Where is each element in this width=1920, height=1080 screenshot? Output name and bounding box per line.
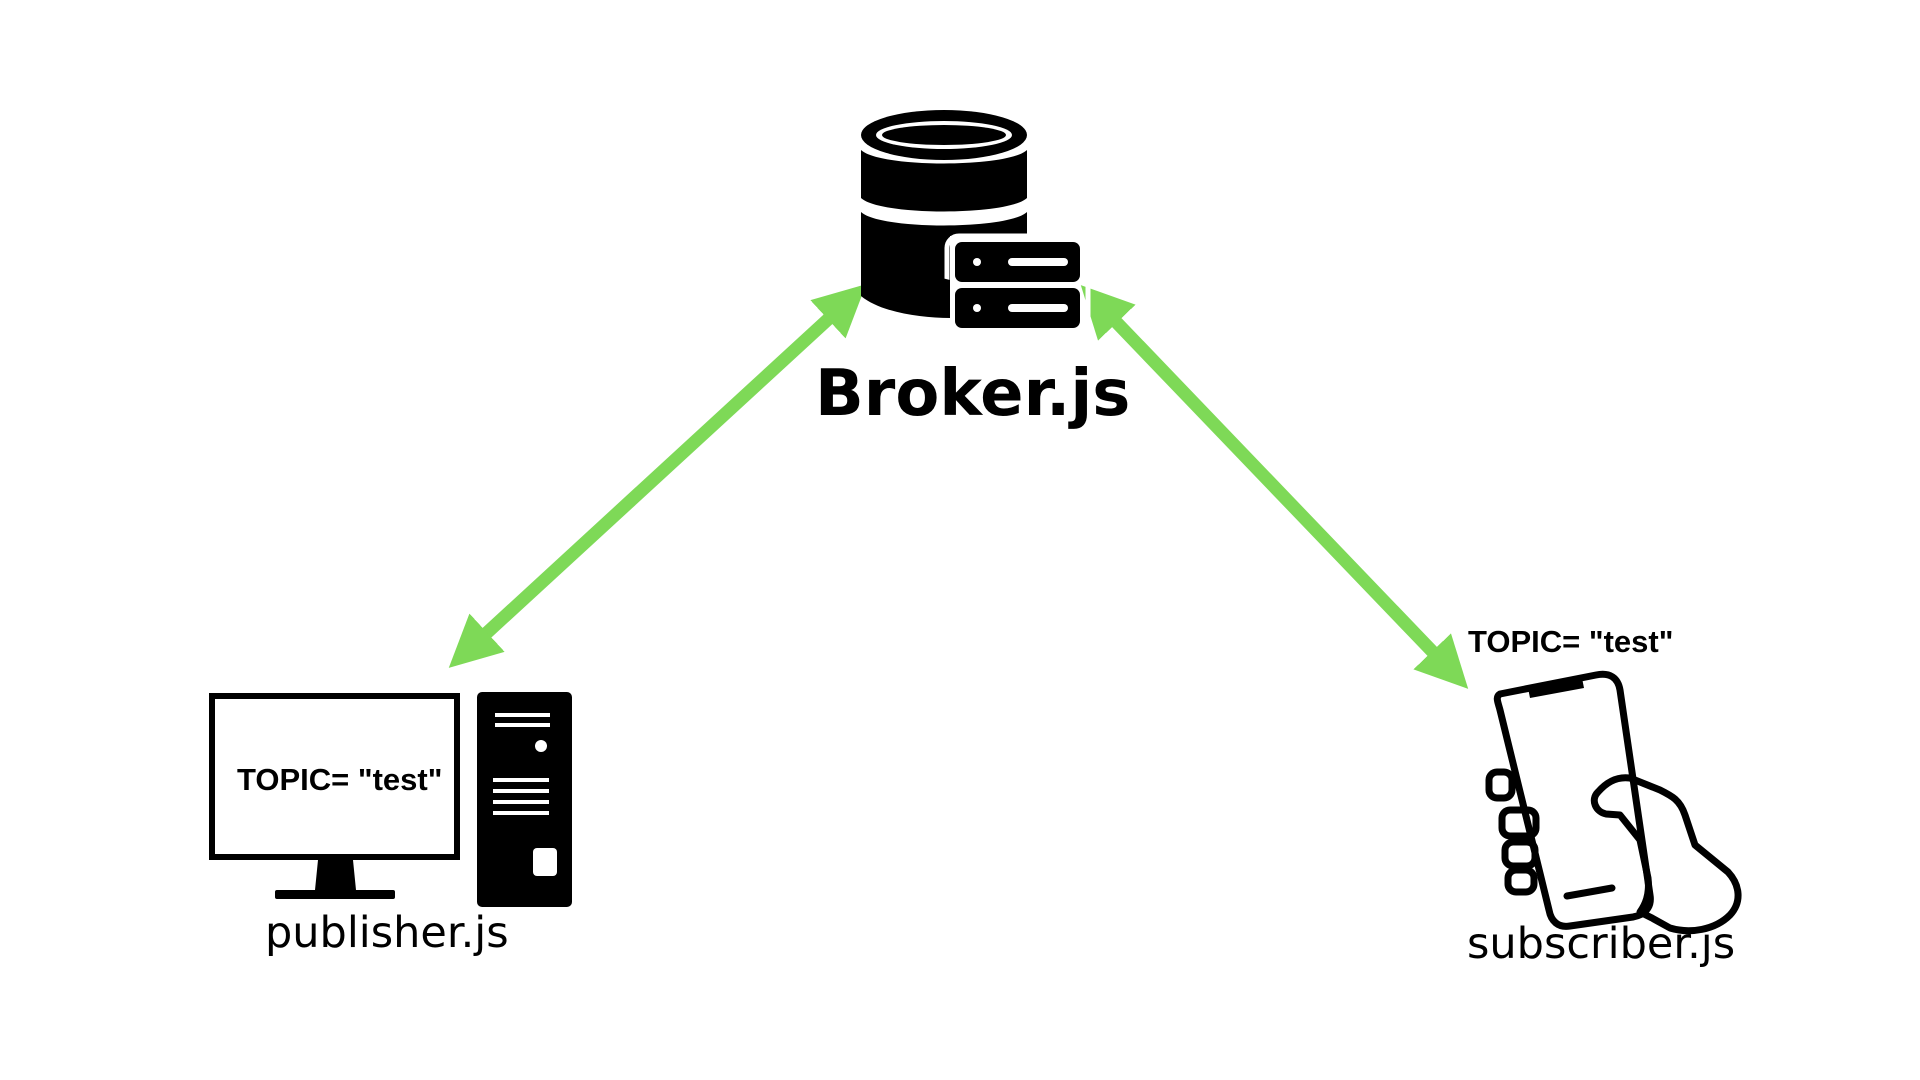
hand-holding-phone-icon — [1485, 670, 1742, 935]
database-server-icon — [861, 110, 1091, 339]
publisher-label: publisher.js — [265, 908, 509, 958]
arrow-broker-subscriber — [1080, 285, 1469, 689]
arrow-publisher-broker — [448, 284, 867, 668]
desktop-computer-icon — [209, 692, 572, 907]
publisher-topic-text: TOPIC= "test" — [237, 762, 443, 797]
broker-label: Broker.js — [815, 357, 1131, 431]
subscriber-label: subscriber.js — [1467, 919, 1736, 969]
subscriber-topic-text: TOPIC= "test" — [1468, 624, 1674, 659]
